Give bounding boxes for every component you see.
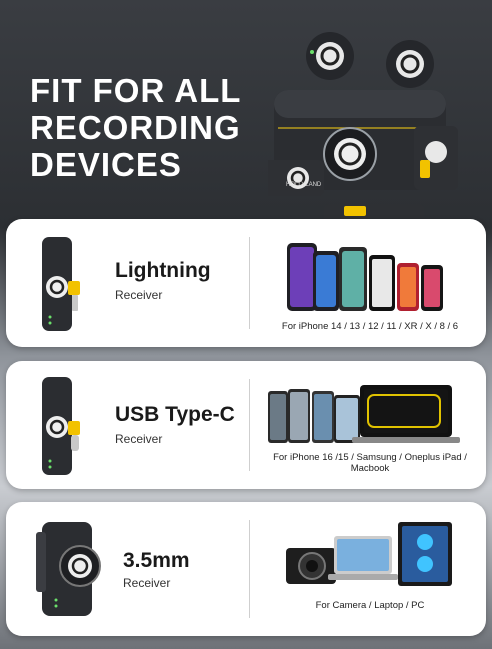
receiver-card-lightning: Lightning Receiver For iPhone 14 / 13 / … xyxy=(6,219,486,347)
card-divider xyxy=(249,379,250,471)
wireless-mic-kit-image: HOLLYLAND xyxy=(268,28,468,218)
receiver-card-usb-c: USB Type-C Receiver For iPhone 16 /15 / … xyxy=(6,361,486,489)
brand-label: HOLLYLAND xyxy=(286,182,322,188)
compatibility-text: For iPhone 14 / 13 / 12 / 11 / XR / X / … xyxy=(281,321,459,332)
receiver-name: Lightning xyxy=(115,259,211,282)
receiver-name: USB Type-C xyxy=(115,403,235,426)
hero-title: FIT FOR ALL RECORDING DEVICES xyxy=(30,72,241,183)
usb-c-receiver-image xyxy=(40,377,82,477)
receiver-subtitle: Receiver xyxy=(115,432,163,446)
3.5mm-receiver-image xyxy=(36,522,108,618)
receiver-card-3.5mm: 3.5mm Receiver For Camera / Laptop / PC xyxy=(6,502,486,636)
iphones-image xyxy=(287,241,447,315)
camera-laptop-pc-image xyxy=(286,522,456,588)
card-divider xyxy=(249,520,250,618)
compatibility-text: For Camera / Laptop / PC xyxy=(315,600,425,611)
hero-title-line: DEVICES xyxy=(30,146,182,183)
receiver-name: 3.5mm xyxy=(123,549,190,572)
hero-title-line: FIT FOR ALL xyxy=(30,72,242,109)
hero-section: FIT FOR ALL RECORDING DEVICES xyxy=(0,0,492,218)
card-divider xyxy=(249,237,250,329)
lightning-receiver-image xyxy=(40,237,82,333)
compatibility-text: For iPhone 16 /15 / Samsung / Oneplus iP… xyxy=(273,452,467,474)
usb-c-devices-image xyxy=(268,385,464,447)
receiver-subtitle: Receiver xyxy=(115,288,163,302)
hero-title-line: RECORDING xyxy=(30,109,241,146)
receiver-subtitle: Receiver xyxy=(123,576,171,590)
